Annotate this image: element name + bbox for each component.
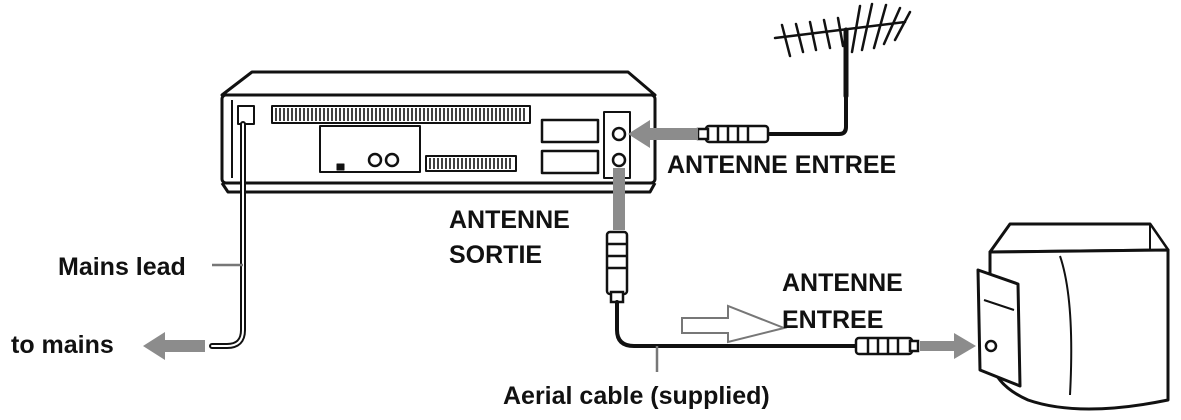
- signal-direction-arrow-icon: [681, 304, 788, 344]
- coax-plug-icon: [854, 336, 920, 356]
- mains-lead-cable: [209, 121, 246, 349]
- antenne-sortie-label-line1: ANTENNE: [449, 206, 570, 234]
- tv-antenne-label-line1: ANTENNE: [782, 269, 903, 297]
- coax-plug-icon: [696, 124, 770, 144]
- coax-plug-icon: [605, 230, 629, 304]
- aerial-cable-label: Aerial cable (supplied): [503, 382, 770, 410]
- vcr-rear-panel-icon: [220, 70, 657, 194]
- tv-entree-label-line2: ENTREE: [782, 306, 884, 334]
- aerial-cable: [615, 300, 860, 348]
- aerial-input-cable: [768, 88, 848, 136]
- signal-flow-arrow-icon: [628, 120, 698, 148]
- antenne-entree-label: ANTENNE ENTREE: [667, 151, 897, 179]
- antenne-sortie-label-line2: SORTIE: [449, 241, 543, 269]
- signal-flow-arrow-icon: [143, 332, 205, 360]
- sortie-output-arrow: [613, 168, 625, 230]
- mains-lead-label: Mains lead: [58, 253, 186, 281]
- television-icon: [976, 222, 1170, 411]
- to-mains-label: to mains: [11, 331, 114, 359]
- aerial-antenna-icon: [773, 2, 912, 99]
- vcr-vent-slats: [275, 108, 525, 169]
- signal-flow-arrow-icon: [920, 333, 976, 359]
